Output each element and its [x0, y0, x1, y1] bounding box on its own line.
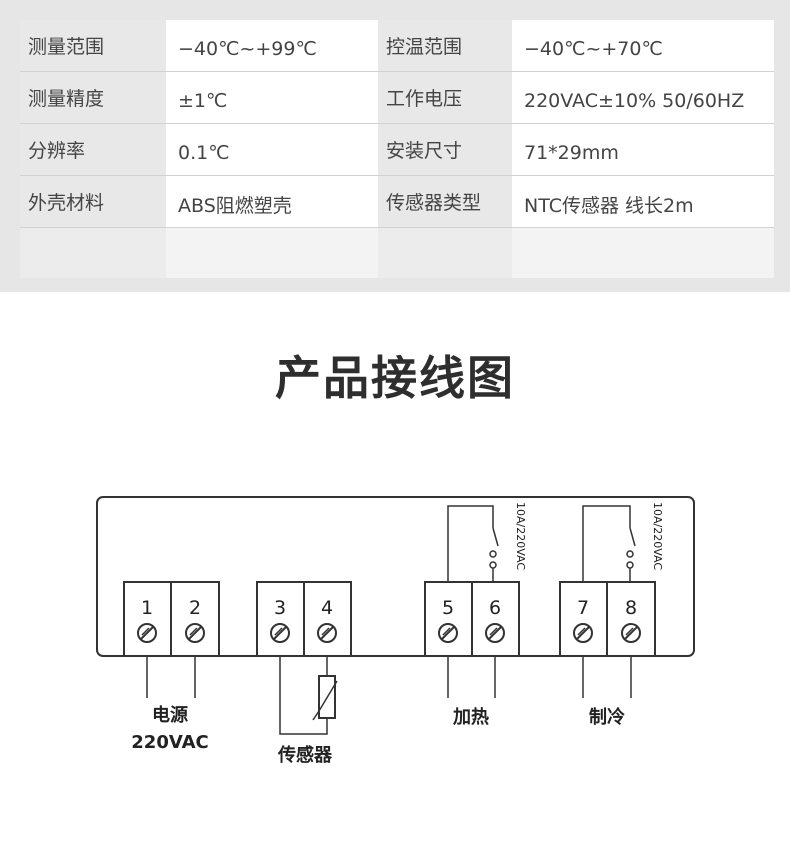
heat-relay-switch	[447, 505, 499, 582]
screw-icon	[137, 623, 157, 643]
power-wires	[146, 656, 196, 698]
spec-value-control-range: −40℃~+70℃	[512, 20, 774, 71]
spec-empty-cell	[512, 228, 774, 278]
spec-label-measure-range: 测量范围	[20, 20, 166, 71]
cool-wires	[582, 656, 632, 698]
spec-value-install-size: 71*29mm	[512, 124, 774, 175]
power-label: 电源	[152, 704, 188, 726]
screw-icon	[185, 623, 205, 643]
spec-value-voltage: 220VAC±10% 50/60HZ	[512, 72, 774, 123]
spec-panel: 测量范围 −40℃~+99℃ 控温范围 −40℃~+70℃ 测量精度 ±1℃ 工…	[0, 0, 790, 292]
thermistor-icon	[312, 675, 338, 721]
screw-icon	[438, 623, 458, 643]
spec-label-install-size: 安装尺寸	[378, 124, 512, 175]
spec-label-resolution: 分辨率	[20, 124, 166, 175]
terminal-block-sensor	[256, 581, 352, 657]
terminal-block-cool	[559, 581, 656, 657]
controller-housing	[96, 496, 695, 657]
spec-label-housing: 外壳材料	[20, 176, 166, 227]
spec-value-resolution: 0.1℃	[166, 124, 378, 175]
spec-value-measure-range: −40℃~+99℃	[166, 20, 378, 71]
terminal-number-6: 6	[489, 597, 501, 619]
terminal-number-4: 4	[321, 597, 333, 619]
spec-empty-cell	[166, 228, 378, 278]
spec-value-housing: ABS阻燃塑壳	[166, 176, 378, 227]
terminal-number-8: 8	[625, 597, 637, 619]
spec-label-voltage: 工作电压	[378, 72, 512, 123]
spec-table: 测量范围 −40℃~+99℃ 控温范围 −40℃~+70℃ 测量精度 ±1℃ 工…	[20, 20, 774, 278]
terminal-number-3: 3	[274, 597, 286, 619]
spec-empty-cell	[20, 228, 166, 278]
terminal-block-heat	[424, 581, 520, 657]
terminal-number-1: 1	[141, 597, 153, 619]
terminal-number-2: 2	[189, 597, 201, 619]
spec-empty-cell	[378, 228, 512, 278]
heat-wires	[447, 656, 496, 698]
terminal-number-5: 5	[442, 597, 454, 619]
terminal-block-power	[123, 581, 220, 657]
row-divider	[20, 71, 774, 72]
screw-icon	[317, 623, 337, 643]
spec-value-sensor-type: NTC传感器 线长2m	[512, 176, 774, 227]
power-voltage-label: 220VAC	[131, 732, 208, 753]
cool-relay-switch	[582, 505, 636, 582]
cool-relay-rating: 10A/220VAC	[651, 502, 664, 570]
spec-label-accuracy: 测量精度	[20, 72, 166, 123]
spec-value-accuracy: ±1℃	[166, 72, 378, 123]
heat-relay-rating: 10A/220VAC	[514, 502, 527, 570]
screw-icon	[485, 623, 505, 643]
sensor-label: 传感器	[277, 744, 333, 766]
row-divider	[20, 175, 774, 176]
screw-icon	[621, 623, 641, 643]
screw-icon	[573, 623, 593, 643]
sensor-wires	[279, 656, 328, 735]
wiring-diagram-title: 产品接线图	[275, 351, 515, 405]
cool-label: 制冷	[589, 706, 625, 728]
screw-icon	[270, 623, 290, 643]
spec-label-sensor-type: 传感器类型	[378, 176, 512, 227]
terminal-number-7: 7	[577, 597, 589, 619]
spec-label-control-range: 控温范围	[378, 20, 512, 71]
heat-label: 加热	[452, 706, 489, 728]
row-divider	[20, 227, 774, 228]
row-divider	[20, 123, 774, 124]
